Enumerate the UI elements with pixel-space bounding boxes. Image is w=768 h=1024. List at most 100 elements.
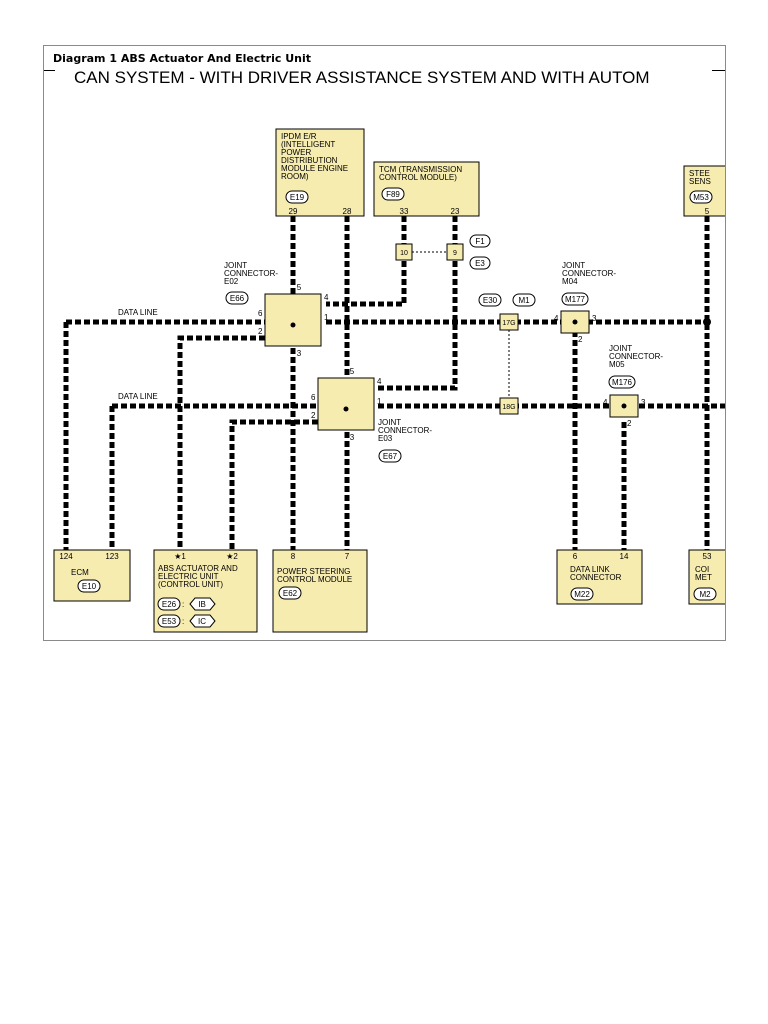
ecm-line-0: ECM [71,568,89,577]
jc-e02-connector-pill [225,291,249,305]
tcm-line-0: TCM (TRANSMISSION [379,165,462,174]
jc-e02-connector-label: E66 [230,294,245,303]
link-layer [412,251,510,398]
combination-meter-line-1: MET [695,573,712,582]
combination-meter-pin: 53 [703,552,712,561]
jc-e03-pin-lower-left: 2 [311,411,316,420]
ipdm-line-4: MODULE ENGINE [281,164,348,173]
jc-m04-name-line-2: M04 [562,277,578,286]
dlc-connector-label: M22 [574,590,590,599]
abs-connector-0-label: E26 [162,600,177,609]
ecm-connector-pill [77,579,101,593]
tcm-connector-label: F89 [386,190,400,199]
jc-e02-name-line-1: CONNECTOR- [224,269,278,278]
inline-tag-f1-label: F1 [475,237,485,246]
jc-e02-name-line-0: JOINT [224,261,247,270]
jc-e03-name-line-1: CONNECTOR- [378,426,432,435]
jc-m05-pin-right: 3 [641,398,646,407]
jc-e02-box [264,293,322,347]
jc-e02-pin-bottom: 3 [297,349,302,358]
jc-m05-pin-bottom: 2 [627,419,632,428]
ipdm-line-1: (INTELLIGENT [281,140,335,149]
jc-m05-name-line-0: JOINT [609,344,632,353]
inline-tag-e30-label: E30 [483,296,498,305]
jc-m05-node [621,403,627,409]
inline-9-label: 9 [453,250,457,257]
tcm-line-1: CONTROL MODULE) [379,173,457,182]
jc-e03-pin-bottom: 3 [350,433,355,442]
component-layer [53,128,725,633]
tcm-pin-23: 23 [451,207,460,216]
jc-m04-node [572,319,578,325]
inline-tag-f1-pill [469,234,491,248]
jc-m04-pin-bottom: 2 [578,335,583,344]
jc-e03-connector-label: E67 [383,452,398,461]
data-line-2-label: DATA LINE [118,392,158,401]
jc-m04-name-line-1: CONNECTOR- [562,269,616,278]
psc-line-0: POWER STEERING [277,567,350,576]
steering-sensor-connector-pill [689,190,713,204]
combination-meter-connector-pill [693,587,717,601]
ipdm-line-3: DISTRIBUTION [281,156,338,165]
ipdm-line-0: IPDM E/R [281,132,317,141]
jc-e03-pin-top: 5 [350,367,355,376]
abs-pin-1: ★1 [174,552,186,561]
inline-10-box [395,243,413,261]
abs-line-0: ABS ACTUATOR AND [158,564,238,573]
jc-m04-name-line-0: JOINT [562,261,585,270]
abs-connector-1-label: E53 [162,617,177,626]
diagram-frame: Diagram 1 ABS Actuator And Electric Unit… [43,45,726,641]
abs-ref-hex-1 [189,614,216,628]
psc-pin-8: 8 [291,552,296,561]
jc-m05-pin-left: 4 [603,398,608,407]
ipdm-connector-pill [285,190,309,204]
jc-e03-name-line-2: E03 [378,434,393,443]
jc-m04-connector-label: M177 [565,295,586,304]
wiring-diagram: DATA LINE DATA LINE IPDM E/R(INTELLIGENT PO… [53,128,725,633]
inline-tag-m1-pill [512,293,536,307]
abs-connector-0-pill [157,597,181,611]
steering-sensor-line-1: SENS [689,177,711,186]
ecm-pin-123: 123 [105,552,119,561]
jc-m05-connector-label: M176 [612,378,633,387]
dlc-pin-6: 6 [573,552,578,561]
jc-e03-pin2-wire [229,419,318,550]
combination-meter-connector-label: M2 [699,590,711,599]
jc-m05-name-line-1: CONNECTOR- [609,352,663,361]
inline-tag-e3-label: E3 [475,259,485,268]
psc-pin-7: 7 [345,552,350,561]
steering-sensor-line-0: STEE [689,169,710,178]
inline-18g-label: 18G [502,404,515,411]
abs-connector-1-pill [157,614,181,628]
jc-e03-pin-upper-right: 4 [377,377,382,386]
jc-e03-connector-pill [378,449,402,463]
inline-tag-e30-pill [478,293,502,307]
data-line-1-end-junction [703,318,711,326]
psc-connector-pill [278,586,302,600]
dlc-connector-pill [570,587,594,601]
data-line-1-label: DATA LINE [118,308,158,317]
ecm-connector-label: E10 [82,582,97,591]
ecm-pin-124: 124 [59,552,73,561]
combination-meter-line-0: COI [695,565,709,574]
dlc-line-1: CONNECTOR [570,573,622,582]
inline-tag-e3-pill [469,256,491,270]
jc-e02-node [290,322,296,328]
abs-ref-1: IC [198,617,206,626]
jc-e02-pin-top: 5 [297,283,302,292]
psc-line-1: CONTROL MODULE [277,575,352,584]
jc-e02-pin-left: 6 [258,309,263,318]
inline-18g-box [499,397,519,415]
jc-e02-pin-right: 1 [324,313,329,322]
tcm-pin-23-wire [378,216,458,391]
psc-connector-label: E62 [283,589,298,598]
abs-ref-0: IB [198,600,206,609]
inline-17g-label: 17G [502,320,515,327]
jc-e02-name-line-2: E02 [224,277,239,286]
jc-e03-node [343,406,349,412]
jc-e03-pin-left: 6 [311,393,316,402]
jc-e03-box [317,377,375,431]
dlc-pin-14: 14 [620,552,629,561]
ipdm-line-5: ROOM) [281,172,309,181]
ipdm-connector-label: E19 [290,193,305,202]
